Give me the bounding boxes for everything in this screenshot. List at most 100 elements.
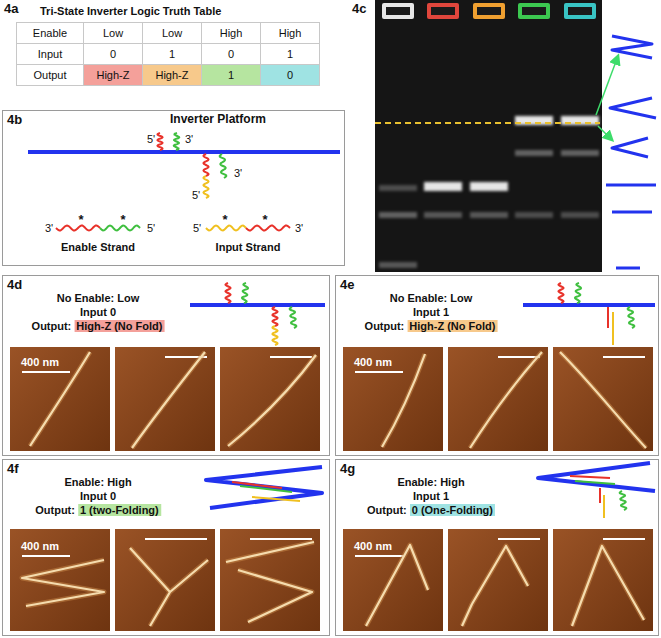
table-cell-text: Low: [103, 27, 123, 39]
fiber-glow: [560, 352, 646, 448]
afm-image: [220, 347, 320, 451]
text-line: 4f: [7, 462, 19, 477]
gel-well: [473, 3, 505, 19]
strand-name: Enable Strand: [61, 241, 135, 253]
gel-band: [470, 182, 508, 191]
afm-image: [343, 347, 443, 451]
table-cell-text: 0: [228, 48, 234, 60]
truth-table: EnableLowLowHighHighInput0101OutputHigh-…: [16, 22, 320, 86]
condition-text: Enable: High: [64, 476, 131, 488]
table-cell-text: High-Z: [155, 69, 188, 81]
scale-bar: [22, 555, 70, 557]
gel-well-inner: [386, 7, 410, 15]
text-line: Input 1: [413, 306, 449, 319]
output-state: 0 (One-Folding): [410, 504, 495, 516]
gel-band: [424, 182, 462, 191]
fiber-glow: [132, 352, 205, 448]
dna-nanotube: [612, 211, 652, 214]
fiber-glow: [470, 352, 542, 448]
panel: 4bInverter Platform5'3'5'3'3'**5'5'**3'E…: [2, 110, 345, 266]
table-cell: Low: [143, 23, 202, 44]
text-line: Enable Strand: [61, 241, 135, 254]
scale-label: 400 nm: [354, 540, 392, 552]
scale-bar: [603, 356, 645, 358]
scale-label: 400 nm: [354, 356, 392, 368]
table-cell: 1: [261, 44, 320, 65]
dna-strand: [226, 283, 231, 303]
panel-letter: 4g: [340, 461, 355, 476]
dna-fiber: [132, 352, 205, 448]
text-line: Output:0 (One-Folding): [367, 504, 495, 517]
text-line: No Enable: Low: [57, 292, 140, 305]
marker-star: *: [120, 212, 125, 227]
fiber-glow: [572, 546, 644, 626]
text-line: Input 0: [80, 490, 116, 503]
text-line: No Enable: Low: [390, 292, 473, 305]
condition-text: No Enable: Low: [57, 292, 140, 304]
text-line: 3': [234, 167, 242, 180]
panel: 4gEnable: HighInput 1Output:0 (One-Foldi…: [335, 459, 659, 636]
panel: 4fEnable: HighInput 0 Output:1 (two-Foldi…: [2, 459, 330, 636]
dna-strand: [174, 133, 179, 150]
dna-fiber: [560, 352, 646, 448]
panel-letter: 4d: [7, 277, 22, 292]
dna-nanotube: [612, 138, 648, 157]
text-line: 3': [45, 222, 53, 235]
text-line: Input 0: [80, 306, 116, 319]
panel-title: Tri-State Inverter Logic Truth Table: [40, 5, 221, 17]
table-cell-text: 1: [228, 69, 234, 81]
afm-image: [115, 347, 215, 451]
table-cell: 1: [202, 65, 261, 86]
afm-image: [10, 347, 110, 451]
end-label: 3': [234, 167, 242, 179]
condition-text: Input 0: [80, 306, 116, 318]
dna-strand: [612, 312, 614, 345]
output-label: Output:: [32, 320, 72, 332]
text-line: Output:1 (two-Folding): [35, 504, 161, 517]
gel-band: [424, 212, 462, 218]
table-cell: 0: [84, 44, 143, 65]
table-cell: High-Z: [143, 65, 202, 86]
output-state: High-Z (No Fold): [407, 320, 497, 332]
text-line: 4d: [7, 278, 22, 293]
table-cell-text: Low: [162, 27, 182, 39]
dna-strand: [158, 133, 163, 150]
gel-well: [427, 3, 459, 19]
table-cell: Low: [84, 23, 143, 44]
gel-well-inner: [477, 7, 501, 15]
end-label: 5': [147, 222, 155, 234]
panel: 4d No Enable: LowInput 0 Output:High-Z (No…: [2, 275, 330, 456]
text-line: Output:High-Z (No Fold): [32, 320, 165, 333]
dna-strand: [56, 226, 100, 231]
table-cell-text: High: [220, 27, 243, 39]
condition-text: Input 0: [80, 490, 116, 502]
dna-nanotube: [538, 463, 655, 491]
table-cell-text: Enable: [33, 27, 67, 39]
afm-image: [448, 529, 548, 631]
marker-star: *: [222, 212, 227, 227]
table-cell-text: High-Z: [96, 69, 129, 81]
table-cell-text: 0: [287, 69, 293, 81]
text-line: 400 nm: [21, 540, 59, 553]
fiber-glow: [22, 560, 104, 606]
end-label: 3': [45, 222, 53, 234]
dna-fiber: [22, 560, 104, 606]
label-holder: 4a: [4, 2, 18, 17]
afm-image: [10, 529, 110, 631]
text-line: 400 nm: [354, 540, 392, 553]
dna-strand: [603, 495, 605, 518]
panel-letter: 4e: [340, 277, 354, 292]
dna-nanotube: [616, 267, 640, 270]
end-label: 5': [192, 189, 200, 201]
dna-nanotube: [190, 303, 325, 307]
gel-well: [382, 3, 414, 19]
table-row: OutputHigh-ZHigh-Z10: [17, 65, 320, 86]
dna-nanotube: [523, 303, 655, 307]
panel-letter: 4a: [4, 1, 18, 16]
scale-bar: [270, 356, 312, 358]
gel-band: [561, 212, 599, 218]
afm-image: [553, 529, 653, 631]
afm-image: [115, 529, 215, 631]
dna-strand: [607, 307, 609, 328]
fiber-glow: [226, 542, 314, 622]
